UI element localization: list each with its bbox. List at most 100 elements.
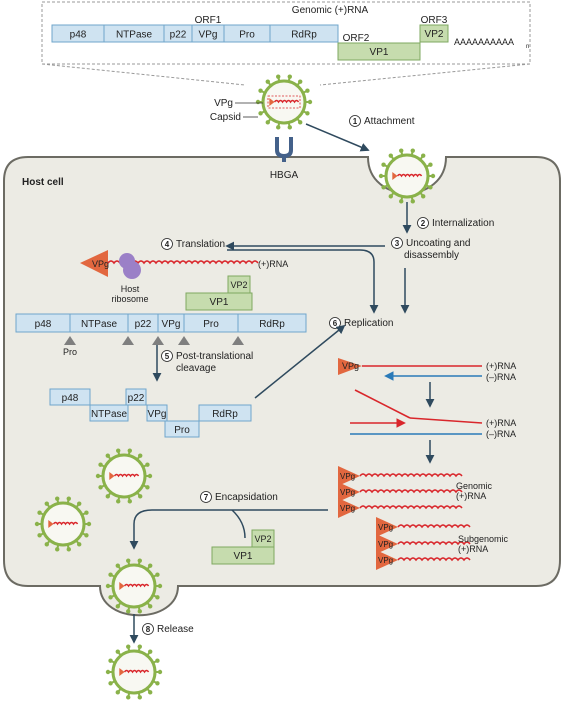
step-2-number: 2 xyxy=(421,219,426,228)
translation-vpg-triangle xyxy=(80,250,108,277)
cleaved-protein-box-5 xyxy=(198,404,252,422)
cleaved-protein-box-0 xyxy=(49,388,91,406)
replication-vpg-label: VPg xyxy=(342,361,359,371)
genomic-rna-2: VPg xyxy=(338,498,463,518)
translation-rna-label: (+)RNA xyxy=(258,259,288,269)
subgenomic-rna-1-vpg-label: VPg xyxy=(378,540,393,549)
protease-cleavage-sites xyxy=(64,336,244,345)
cleaved-protein-label-5: RdRp xyxy=(212,409,238,420)
virion-progeny-1 xyxy=(95,448,153,504)
step-8-number: 8 xyxy=(146,625,151,634)
step-1-badge xyxy=(349,115,361,127)
polyprotein-label-0: p48 xyxy=(35,319,52,330)
virion-capsid-label: Capsid xyxy=(210,112,241,123)
translation-vp2-label: VP2 xyxy=(230,280,247,290)
cleaved-protein-label-2: p22 xyxy=(128,393,145,404)
step-4-number: 4 xyxy=(165,240,170,249)
replication-plus-label-1: (+)RNA xyxy=(486,361,516,371)
genome-title: Genomic (+)RNA xyxy=(292,5,369,16)
ribosome-label-line1: Host xyxy=(121,284,140,294)
virion-attaching xyxy=(255,74,313,130)
attachment-arrow xyxy=(305,123,370,152)
genome-vp2-box xyxy=(419,24,449,43)
step-3b-label: disassembly xyxy=(404,250,459,261)
virion-released xyxy=(105,644,163,700)
step-6-number: 6 xyxy=(333,319,338,328)
genomic-rna-1: VPg xyxy=(338,482,463,502)
translation-to-replication-arrow xyxy=(227,249,379,314)
cleaved-protein-box-3 xyxy=(146,404,168,422)
step-7-number: 7 xyxy=(204,493,209,502)
genomic-rna-2-vpg-label: VPg xyxy=(340,504,355,513)
step-5-badge xyxy=(161,350,173,362)
step-7-label: Encapsidation xyxy=(215,492,278,503)
cleaved-protein-label-1: NTPase xyxy=(91,409,128,420)
orf1-protein-label-1: NTPase xyxy=(116,30,153,41)
encapsidation-vp1-label: VP1 xyxy=(234,551,253,562)
subgenomic-rna-2-vpg-label: VPg xyxy=(378,556,393,565)
subgenomic-rna-0-vpg-label: VPg xyxy=(378,523,393,532)
step-8-badge xyxy=(142,623,154,635)
orf2-label: ORF2 xyxy=(343,33,370,44)
orf3-label: ORF3 xyxy=(421,15,448,26)
orf1-protein-label-3: VPg xyxy=(199,30,218,41)
host-cell-membrane xyxy=(3,156,561,617)
cleaved-protein-box-1 xyxy=(89,404,129,422)
replication-vpg-triangle xyxy=(338,358,362,375)
genome-vp1-label: VP1 xyxy=(370,47,389,58)
cleaved-protein-box-4 xyxy=(164,420,200,438)
encapsidation-arrow xyxy=(129,509,328,550)
polyprotein-label-1: NTPase xyxy=(81,319,118,330)
translation-vp1-box xyxy=(185,292,253,311)
step-4-label: Translation xyxy=(176,239,225,250)
cleavage-site-1 xyxy=(122,336,134,345)
zoom-line-left xyxy=(41,63,246,86)
virion-releasing xyxy=(105,558,163,614)
genomic-rna-0: VPg xyxy=(338,466,463,486)
replication-section: VPg (+)RNA (–)RNA (+)RNA (–)RNA VPgVPgVP… xyxy=(338,358,516,570)
step-3-label: Uncoating and xyxy=(406,238,471,249)
ribosome-large-subunit xyxy=(123,261,141,279)
polyprotein-label-2: p22 xyxy=(135,319,152,330)
host-cell-label: Host cell xyxy=(22,177,64,188)
subgenomic-rna-0: VPg xyxy=(376,517,471,537)
replication-minus-label-2: (–)RNA xyxy=(486,429,516,439)
genomic-rna-0-vpg-label: VPg xyxy=(340,472,355,481)
virion-progeny-2 xyxy=(34,496,92,552)
step-1-label: Attachment xyxy=(364,116,415,127)
new-plus-strand-line xyxy=(409,417,483,424)
orf1-protein-label-4: Pro xyxy=(239,30,255,41)
step-5b-label: cleavage xyxy=(176,363,216,374)
step-2-badge xyxy=(417,217,429,229)
step-5-label: Post-translational xyxy=(176,351,253,362)
polyprotein-label-3: VPg xyxy=(162,319,181,330)
polya-tail: AAAAAAAAAA xyxy=(454,37,514,47)
pro-label: Pro xyxy=(63,347,77,357)
step-4-badge xyxy=(161,238,173,250)
polyprotein-label-4: Pro xyxy=(203,319,219,330)
encapsidation-vp2-label: VP2 xyxy=(254,534,271,544)
cleavage-site-4 xyxy=(232,336,244,345)
genomic-label-line2: (+)RNA xyxy=(456,491,486,501)
step-5-number: 5 xyxy=(165,352,170,361)
subgenomic-rna-2: VPg xyxy=(376,550,471,570)
step-7-badge xyxy=(200,491,212,503)
step-1-number: 1 xyxy=(353,117,358,126)
polya-subscript: n xyxy=(526,44,529,50)
subgenomic-label-line2: (+)RNA xyxy=(458,544,488,554)
subgenomic-label-line1: Subgenomic xyxy=(458,534,509,544)
step-6-label: Replication xyxy=(344,318,393,329)
step-2-label: Internalization xyxy=(432,218,494,229)
replication-minus-label-1: (–)RNA xyxy=(486,372,516,382)
orf1-label: ORF1 xyxy=(195,15,222,26)
cleavage-site-2 xyxy=(152,336,164,345)
virion-internalizing xyxy=(378,148,436,204)
